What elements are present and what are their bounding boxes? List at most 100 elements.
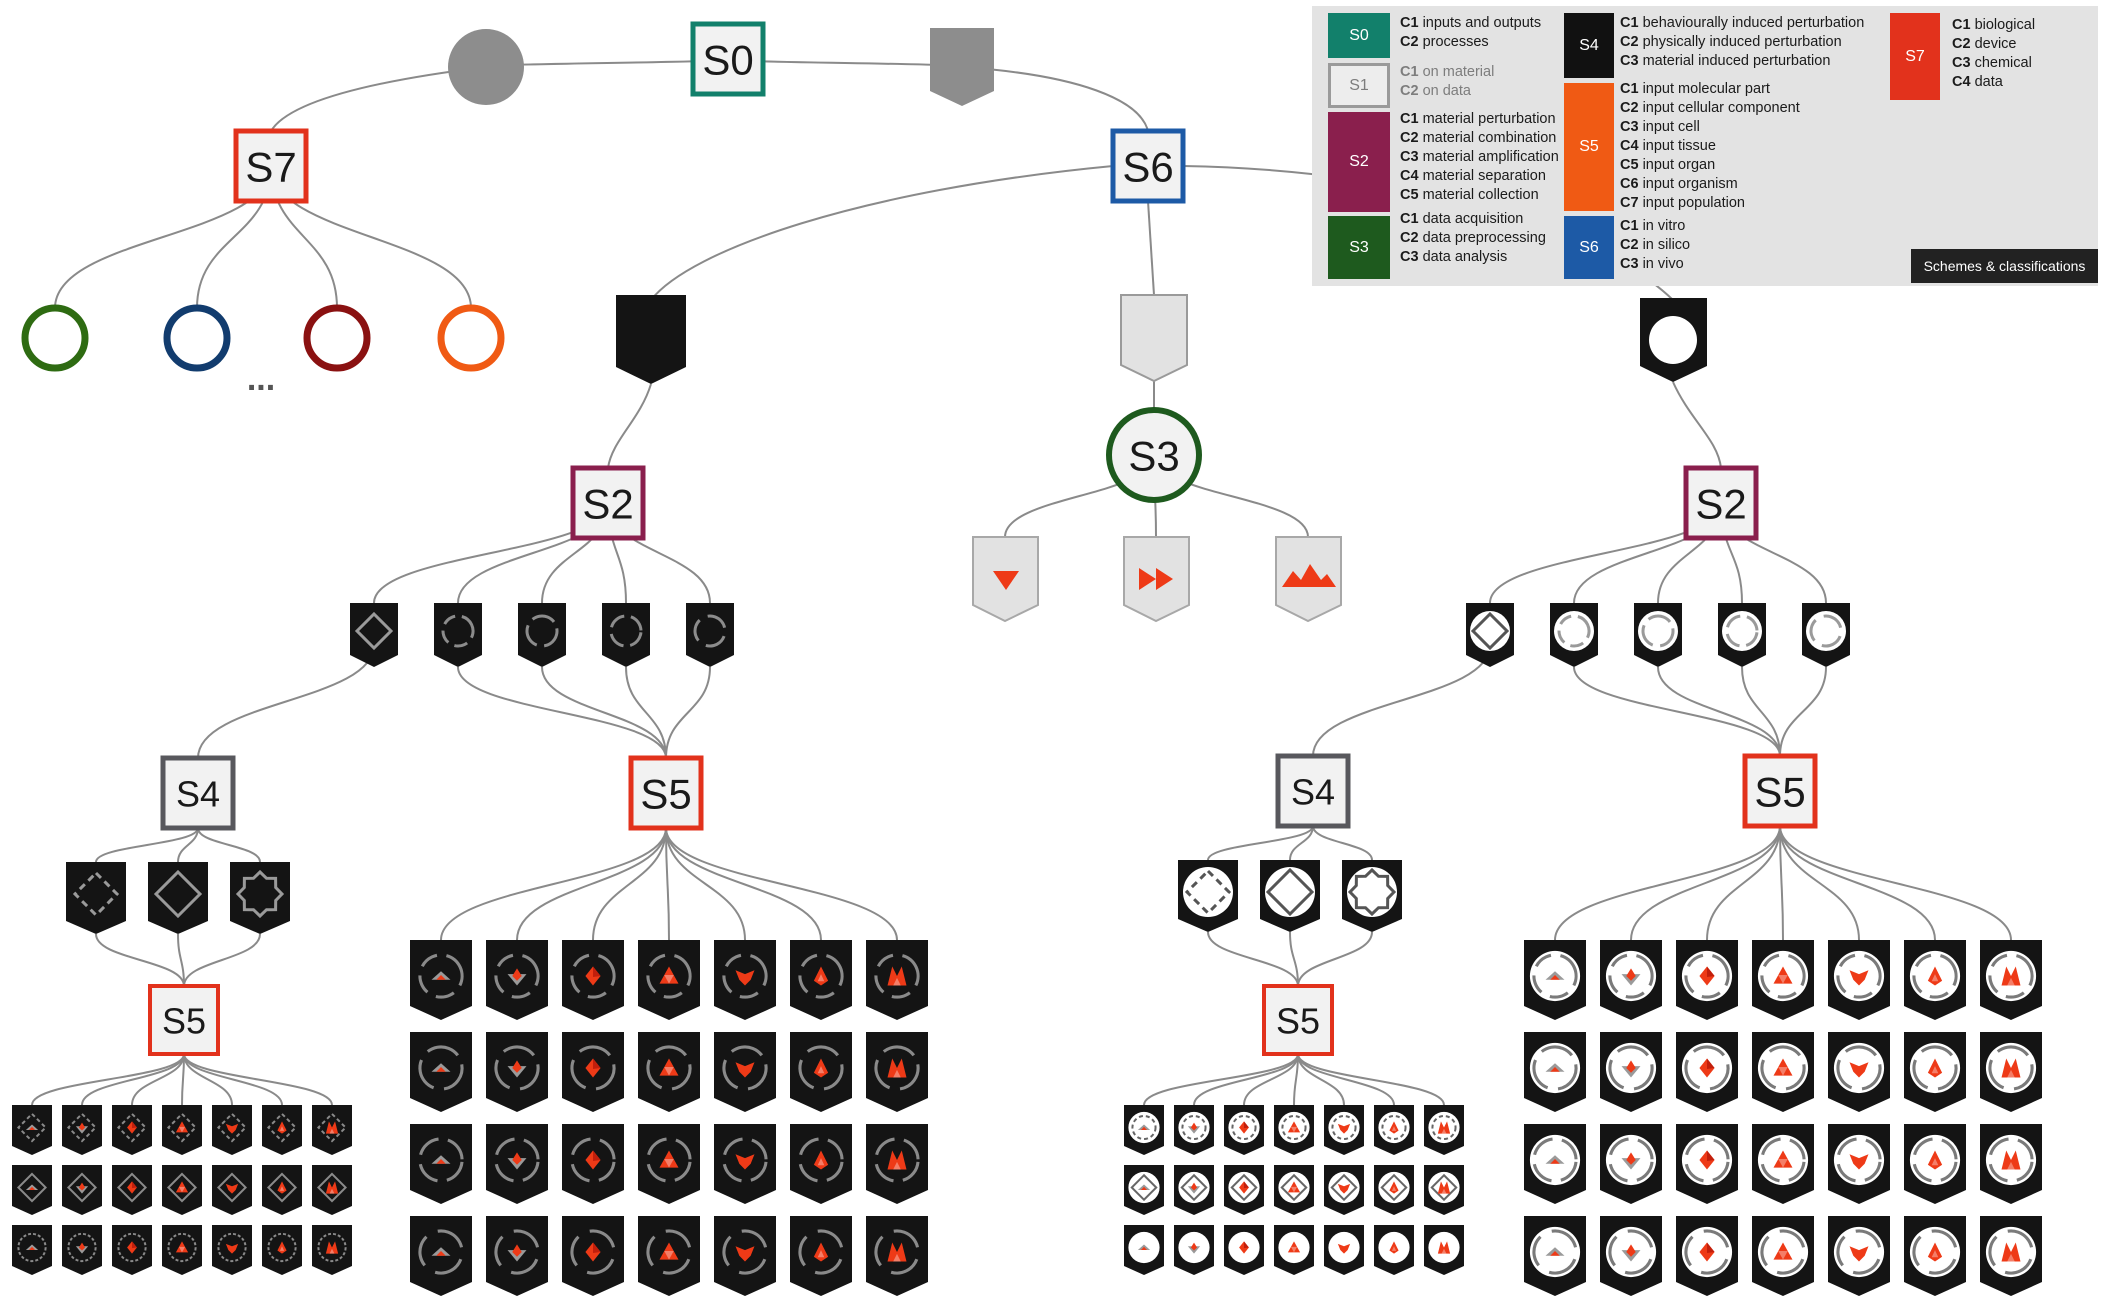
s5-in-vitro-perturbation-r3-c2-icon bbox=[62, 1225, 102, 1275]
s5-edge bbox=[592, 827, 667, 941]
s5-in-vivo-processes-r3-c7-icon bbox=[1980, 1124, 2042, 1204]
s5-edge bbox=[665, 827, 746, 941]
s5-in-vivo-processes-r2-c4-icon bbox=[1752, 1032, 1814, 1112]
root-node-s0[interactable]: S0 bbox=[690, 21, 766, 97]
s5-edge bbox=[131, 1053, 185, 1106]
node-s5-in-vitro-perturbation[interactable]: S5 bbox=[148, 984, 220, 1056]
s5-in-vitro-perturbation-r3-c3-icon bbox=[112, 1225, 152, 1275]
s5-in-vivo-processes-r2-c1-icon bbox=[1524, 1032, 1586, 1112]
legend-swatch-label: S7 bbox=[1905, 47, 1925, 65]
s4-edge bbox=[1312, 825, 1373, 861]
legend-text-s5: C1 input molecular part C2 input cellula… bbox=[1620, 81, 1800, 211]
in-vitro-icon bbox=[616, 295, 686, 384]
s4-edge bbox=[197, 644, 375, 759]
s5-in-vivo-processes-r4-c3-icon bbox=[1676, 1216, 1738, 1296]
s2-in-vivo-category-1-icon bbox=[1466, 603, 1514, 667]
s5-in-vivo-processes-r4-c5-icon bbox=[1828, 1216, 1890, 1296]
legend-swatch-label: S3 bbox=[1349, 238, 1369, 256]
s5-in-vitro-processes-r3-c2-icon bbox=[486, 1124, 548, 1204]
s5-in-vitro-processes-r1-c5-icon bbox=[714, 940, 776, 1020]
s5-edge bbox=[1779, 666, 1827, 757]
s5-in-vitro-processes-r2-c3-icon bbox=[562, 1032, 624, 1112]
s2-in-vitro-category-5-icon bbox=[686, 603, 734, 667]
s2-edge bbox=[607, 383, 652, 469]
s5-in-vitro-processes-r4-c3-icon bbox=[562, 1216, 624, 1296]
node-s5-in-vitro-processes[interactable]: S5 bbox=[628, 755, 704, 831]
node-s2-in-vivo-label: S2 bbox=[1695, 481, 1746, 528]
s5-in-vitro-processes-r1-c2-icon bbox=[486, 940, 548, 1020]
root-data-icon bbox=[930, 28, 994, 106]
s5-in-vitro-perturbation-r1-c3-icon bbox=[112, 1105, 152, 1155]
s5-in-vitro-perturbation-r2-c2-icon bbox=[62, 1165, 102, 1215]
s5-in-vitro-perturbation-r1-c1-icon bbox=[12, 1105, 52, 1155]
node-s4-in-vivo[interactable]: S4 bbox=[1275, 753, 1351, 829]
s4-edge bbox=[1207, 825, 1314, 861]
node-s2-in-vivo[interactable]: S2 bbox=[1683, 465, 1759, 541]
s4-edge bbox=[1289, 825, 1314, 861]
s5-edge bbox=[1297, 1053, 1395, 1106]
s5-in-vivo-perturbation-r2-c4-icon bbox=[1274, 1165, 1314, 1215]
s5-in-vitro-processes-r3-c5-icon bbox=[714, 1124, 776, 1204]
node-s3[interactable]: S3 bbox=[1106, 407, 1202, 503]
s4-edge bbox=[177, 827, 199, 863]
legend-text-s3: C1 data acquisition C2 data preprocessin… bbox=[1400, 211, 1546, 265]
s2-in-vitro-category-2-icon bbox=[434, 603, 482, 667]
s5-in-vitro-processes-r3-c1-icon bbox=[410, 1124, 472, 1204]
node-s7[interactable]: S7 bbox=[233, 128, 309, 204]
s7-data-circle bbox=[437, 304, 505, 372]
s5-in-vitro-perturbation-r1-c5-icon bbox=[212, 1105, 252, 1155]
s5-in-vivo-perturbation-r1-c3-icon bbox=[1224, 1105, 1264, 1155]
s5-edge bbox=[1297, 1053, 1345, 1106]
node-s6[interactable]: S6 bbox=[1110, 128, 1186, 204]
legend-swatch-s1: S1 bbox=[1328, 63, 1390, 108]
legend-text-s2: C1 material perturbation C2 material com… bbox=[1400, 111, 1559, 203]
s5-in-vivo-perturbation-r1-c1-icon bbox=[1124, 1105, 1164, 1155]
s5-in-vivo-processes-r1-c5-icon bbox=[1828, 940, 1890, 1020]
s5-edge bbox=[1741, 666, 1781, 757]
s5-in-vivo-processes-r1-c1-icon bbox=[1524, 940, 1586, 1020]
s4-in-vitro-perturbation-1-icon bbox=[66, 862, 126, 934]
s5-edge bbox=[1297, 1053, 1445, 1106]
s5-edge bbox=[1297, 931, 1373, 987]
in-silico-icon bbox=[1120, 294, 1188, 383]
s5-in-vivo-perturbation-r3-c1-icon bbox=[1124, 1225, 1164, 1275]
s5-edge bbox=[665, 827, 822, 941]
data-acquisition-icon bbox=[972, 536, 1039, 623]
s4-in-vitro-perturbation-3-icon bbox=[230, 862, 290, 934]
s5-in-vivo-perturbation-r3-c2-icon bbox=[1174, 1225, 1214, 1275]
s5-in-vitro-perturbation-r1-c6-icon bbox=[262, 1105, 302, 1155]
s5-edge bbox=[183, 933, 261, 987]
node-s5-in-vivo-perturbation[interactable]: S5 bbox=[1262, 984, 1334, 1056]
s2-in-vivo-category-3-icon bbox=[1634, 603, 1682, 667]
legend-swatch-s2: S2 bbox=[1328, 112, 1390, 212]
s5-in-vivo-perturbation-r1-c2-icon bbox=[1174, 1105, 1214, 1155]
node-s4-in-vitro[interactable]: S4 bbox=[160, 755, 236, 831]
schemes-classifications-button[interactable]: Schemes & classifications bbox=[1911, 249, 2098, 283]
s5-in-vivo-processes-r3-c1-icon bbox=[1524, 1124, 1586, 1204]
s5-edge bbox=[183, 1053, 333, 1106]
s5-in-vitro-processes-r3-c7-icon bbox=[866, 1124, 928, 1204]
node-s2-in-vitro[interactable]: S2 bbox=[570, 465, 646, 541]
s5-in-vitro-processes-r4-c5-icon bbox=[714, 1216, 776, 1296]
node-s5-in-vivo-processes[interactable]: S5 bbox=[1742, 753, 1818, 829]
s5-in-vitro-perturbation-r1-c4-icon bbox=[162, 1105, 202, 1155]
s2-edge bbox=[1672, 381, 1722, 469]
s5-in-vitro-processes-r4-c2-icon bbox=[486, 1216, 548, 1296]
s5-edge bbox=[541, 666, 667, 759]
s5-in-vitro-processes-r3-c4-icon bbox=[638, 1124, 700, 1204]
s5-in-vivo-processes-r2-c5-icon bbox=[1828, 1032, 1890, 1112]
s7-more-ellipsis: ... bbox=[247, 360, 275, 398]
s2-in-vivo-category-2-icon bbox=[1550, 603, 1598, 667]
s5-edge bbox=[665, 666, 711, 759]
s5-in-vivo-perturbation-r1-c4-icon bbox=[1274, 1105, 1314, 1155]
s5-in-vivo-processes-r1-c7-icon bbox=[1980, 940, 2042, 1020]
s5-edge bbox=[665, 827, 898, 941]
s6-edge bbox=[650, 165, 1114, 301]
s5-in-vitro-processes-r2-c2-icon bbox=[486, 1032, 548, 1112]
s5-in-vivo-processes-r4-c2-icon bbox=[1600, 1216, 1662, 1296]
root-edge bbox=[961, 66, 1149, 132]
s5-in-vivo-processes-r1-c2-icon bbox=[1600, 940, 1662, 1020]
s2-in-vitro-category-3-icon bbox=[518, 603, 566, 667]
s5-edge bbox=[1706, 825, 1781, 941]
